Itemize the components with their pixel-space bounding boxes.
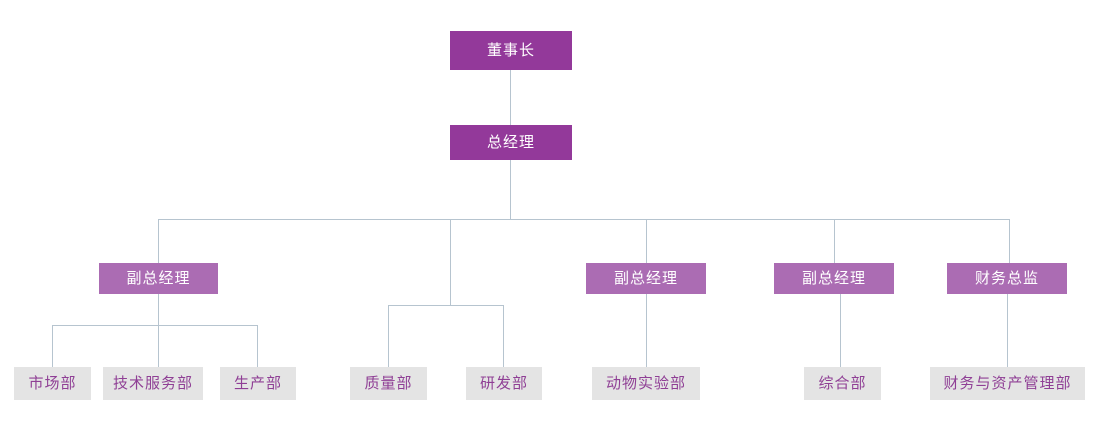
connector-midbranch-to-rnd bbox=[503, 305, 504, 367]
node-vice-general-manager-2[interactable]: 副总经理 bbox=[586, 263, 706, 294]
connector-bus-to-cfo bbox=[1009, 219, 1010, 263]
node-finance-asset-management-department[interactable]: 财务与资产管理部 bbox=[930, 367, 1085, 400]
connector-vp3-to-general-affairs bbox=[840, 294, 841, 367]
connector-bus-to-midbranch bbox=[450, 219, 451, 305]
connector-vp1-to-tech-service bbox=[158, 325, 159, 367]
node-marketing-department[interactable]: 市场部 bbox=[14, 367, 91, 400]
node-general-affairs-department[interactable]: 综合部 bbox=[804, 367, 881, 400]
connector-chairman-to-gm bbox=[510, 70, 511, 125]
node-technical-service-department[interactable]: 技术服务部 bbox=[103, 367, 203, 400]
connector-bus-to-vp1 bbox=[158, 219, 159, 263]
node-chairman[interactable]: 董事长 bbox=[450, 31, 572, 70]
connector-vp1-to-production bbox=[257, 325, 258, 367]
connector-gm-stem bbox=[510, 160, 511, 219]
connector-vp1-bus bbox=[52, 325, 258, 326]
connector-cfo-to-finance-asset bbox=[1007, 294, 1008, 367]
node-vice-general-manager-3[interactable]: 副总经理 bbox=[774, 263, 894, 294]
node-general-manager[interactable]: 总经理 bbox=[450, 125, 572, 160]
connector-vp1-to-marketing bbox=[52, 325, 53, 367]
connector-midbranch-to-quality bbox=[388, 305, 389, 367]
connector-vp1-stem bbox=[158, 294, 159, 325]
node-rnd-department[interactable]: 研发部 bbox=[466, 367, 542, 400]
node-financial-director[interactable]: 财务总监 bbox=[947, 263, 1067, 294]
node-animal-lab-department[interactable]: 动物实验部 bbox=[592, 367, 700, 400]
connector-bus-to-vp3 bbox=[834, 219, 835, 263]
node-vice-general-manager-1[interactable]: 副总经理 bbox=[99, 263, 218, 294]
node-quality-department[interactable]: 质量部 bbox=[350, 367, 427, 400]
connector-midbranch-bus bbox=[388, 305, 504, 306]
node-production-department[interactable]: 生产部 bbox=[220, 367, 296, 400]
connector-vp2-to-animal-lab bbox=[646, 294, 647, 367]
connector-level2-bus bbox=[158, 219, 1010, 220]
connector-bus-to-vp2 bbox=[646, 219, 647, 263]
